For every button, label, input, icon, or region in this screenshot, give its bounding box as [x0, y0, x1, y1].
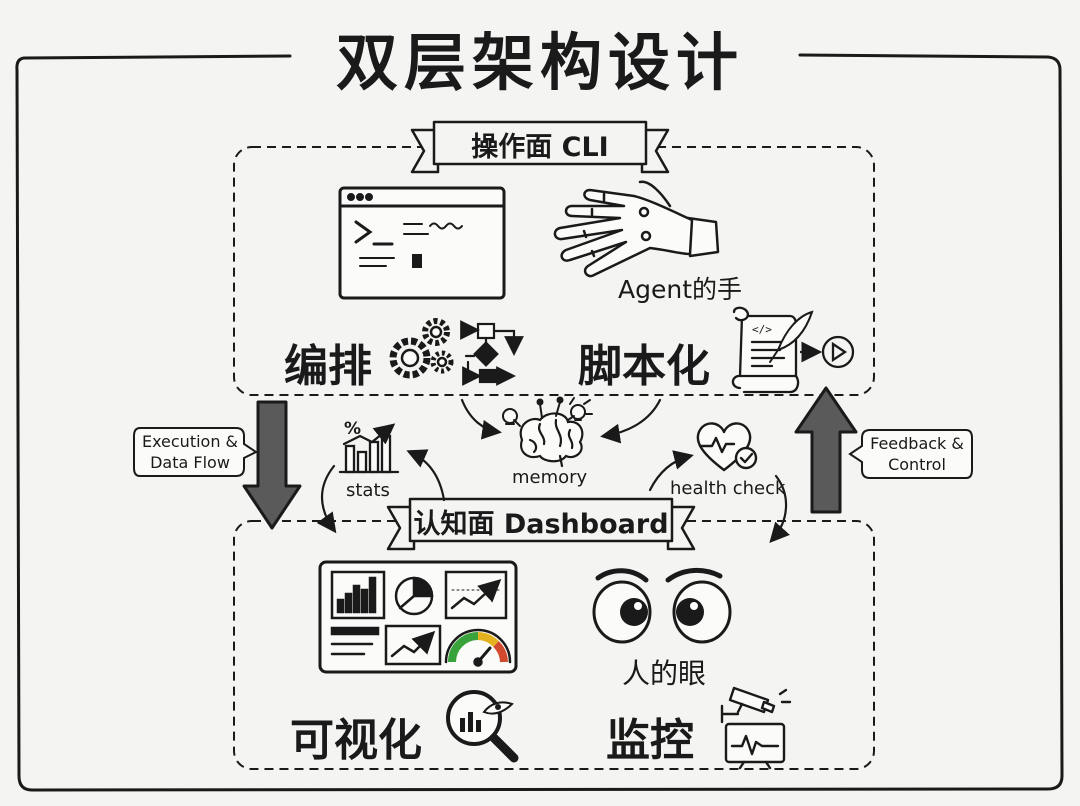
cli-banner-label: 操作面 CLI: [471, 132, 609, 163]
dashboard-panel-icon: [318, 560, 518, 674]
cli-banner-ribbon: [410, 120, 670, 174]
stats-chart-icon: %: [338, 419, 400, 474]
hand-caption: Agent的手: [618, 275, 742, 304]
security-camera-icon: [720, 686, 792, 724]
terminal-window-icon: [338, 186, 506, 300]
monitor-waveform-icon: [724, 722, 786, 770]
execution-note: Execution & Data Flow: [136, 431, 244, 473]
flowchart-icon: [460, 320, 524, 386]
feedback-note-line-1: Feedback &: [870, 434, 964, 453]
page-title: 双层架构设计: [335, 26, 744, 99]
feedback-note-line-2: Control: [888, 455, 946, 474]
brain-icon: [519, 412, 584, 468]
stats-label: stats: [346, 480, 390, 501]
gears-icon: [389, 318, 454, 379]
right-note-box: [848, 429, 973, 479]
execution-note-line-2: Data Flow: [150, 453, 230, 472]
svg-text:</>: </>: [752, 323, 772, 336]
eyes-caption: 人的眼: [622, 657, 707, 690]
monitoring-label: 监控: [606, 715, 694, 766]
feedback-up-arrow: [794, 386, 858, 514]
memory-label: memory: [512, 467, 588, 488]
magnifier-chart-icon: [446, 690, 519, 763]
svg-text:%: %: [344, 419, 361, 439]
play-button-icon: [800, 335, 855, 369]
heart-check-icon: [696, 422, 758, 472]
dashboard-banner-label: 认知面 Dashboard: [413, 509, 669, 540]
outer-frame: [15, 53, 1064, 792]
orchestration-label: 编排: [284, 341, 372, 392]
script-scroll-icon: </>: [731, 306, 800, 394]
quill-icon: [769, 310, 814, 363]
robot-hand-icon: [553, 180, 720, 278]
feedback-note: Feedback & Control: [862, 433, 972, 475]
scripting-label: 脚本化: [578, 341, 710, 392]
dashboard-banner-ribbon: [386, 497, 696, 551]
left-note-box: [133, 427, 258, 477]
health-check-label: health check: [670, 478, 786, 499]
execution-note-line-1: Execution &: [141, 432, 239, 451]
lightbulb-icon: [502, 396, 593, 427]
visualization-label: 可视化: [290, 715, 422, 766]
eyes-icon: [592, 568, 732, 644]
flow-curved-arrows: [316, 398, 790, 543]
execution-down-arrow: [242, 400, 302, 530]
